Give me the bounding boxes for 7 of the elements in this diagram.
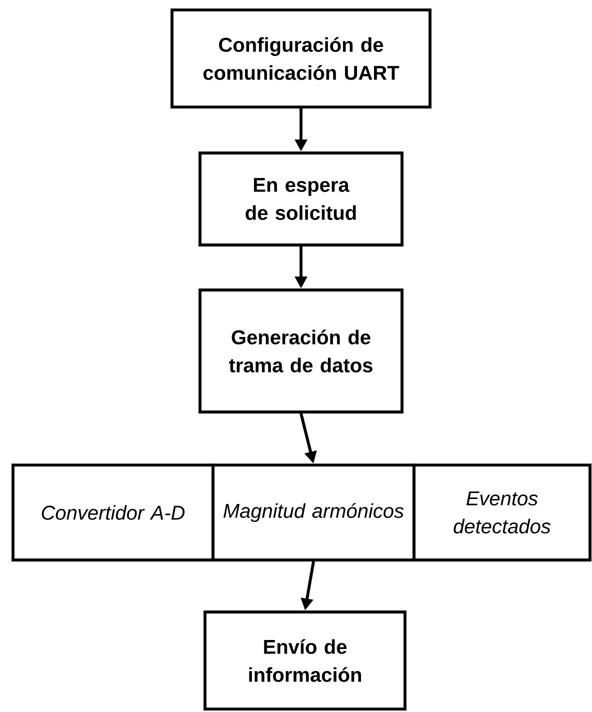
process-box: Envío de información (204, 610, 406, 710)
process-box: Generación de trama de datos (198, 288, 404, 414)
process-box: Convertidor A-D (12, 464, 214, 562)
process-box: Magnitud armónicos (212, 464, 416, 562)
process-box: Configuración de comunicación UART (170, 8, 432, 108)
process-box: Eventos detectados (412, 464, 592, 562)
process-box: En espera de solicitud (198, 152, 404, 246)
